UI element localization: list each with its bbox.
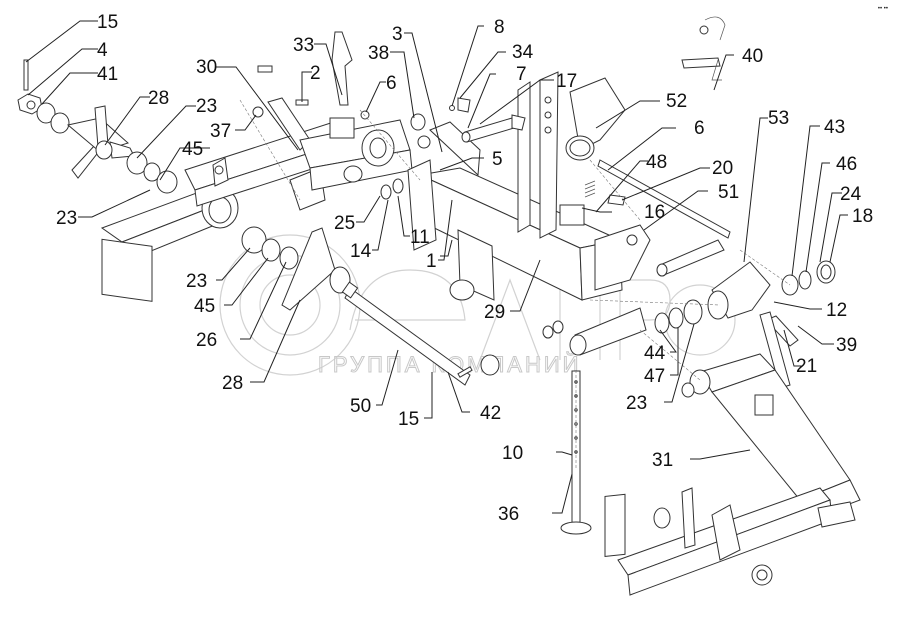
upper-arm-assembly [252, 31, 431, 191]
callout-48: 48 [646, 152, 667, 173]
callout-30: 30 [196, 57, 217, 78]
callout-1: 1 [426, 251, 437, 272]
callout-10: 10 [502, 443, 523, 464]
callout-5: 5 [492, 149, 503, 170]
pin-15 [23, 59, 29, 91]
callout-18: 18 [852, 206, 873, 227]
callout-52: 52 [666, 91, 687, 112]
callout-11: 11 [410, 227, 430, 248]
callout-40: 40 [742, 46, 763, 67]
callout-44: 44 [644, 343, 666, 364]
callout-4: 4 [97, 40, 108, 61]
callout-46: 46 [836, 154, 857, 175]
callout-labels: 15 4 41 28 23 45 23 30 37 2 33 38 6 3 8 … [56, 12, 873, 525]
callout-28: 28 [148, 88, 169, 109]
callout-34: 34 [512, 42, 534, 63]
callout-36: 36 [498, 504, 519, 525]
callout-6: 6 [694, 118, 705, 139]
callout-33: 33 [293, 35, 314, 56]
callout-50: 50 [350, 396, 371, 417]
callout-26: 26 [196, 330, 217, 351]
callout-51: 51 [718, 182, 739, 203]
callout-24: 24 [840, 184, 862, 205]
callout-23: 23 [196, 96, 217, 117]
leader-lines [25, 20, 848, 514]
callout-23: 23 [626, 393, 647, 414]
callout-31: 31 [652, 450, 673, 471]
callout-45: 45 [194, 296, 215, 317]
callout-38: 38 [368, 43, 389, 64]
left-lower-assembly [241, 226, 500, 386]
callout-6: 6 [386, 73, 397, 94]
callout-28: 28 [222, 373, 243, 394]
callout-42: 42 [480, 403, 501, 424]
callout-17: 17 [556, 71, 577, 92]
callout-2: 2 [310, 63, 321, 84]
center-frame-assembly [380, 71, 731, 356]
callout-53: 53 [768, 108, 789, 129]
callout-39: 39 [836, 335, 857, 356]
callout-16: 16 [644, 202, 665, 223]
construction-lines [239, 99, 791, 470]
callout-23: 23 [56, 208, 77, 229]
callout-41: 41 [97, 64, 118, 85]
callout-14: 14 [350, 241, 372, 262]
callout-29: 29 [484, 302, 505, 323]
callout-21: 21 [796, 356, 817, 377]
callout-25: 25 [334, 213, 355, 234]
callout-3: 3 [392, 24, 403, 45]
callout-15: 15 [398, 409, 419, 430]
lower-arm-assembly [604, 353, 861, 596]
callout-37: 37 [210, 121, 231, 142]
callout-7: 7 [516, 64, 527, 85]
callout-12: 12 [826, 300, 847, 321]
callout-15: 15 [97, 12, 118, 33]
callout-43: 43 [824, 117, 845, 138]
callout-20: 20 [712, 158, 733, 179]
callout-47: 47 [644, 366, 665, 387]
callout-45: 45 [182, 139, 203, 160]
right-assembly [654, 16, 836, 389]
corner-mark: •• •• [877, 6, 888, 12]
callout-8: 8 [494, 17, 505, 38]
callout-23: 23 [186, 271, 207, 292]
